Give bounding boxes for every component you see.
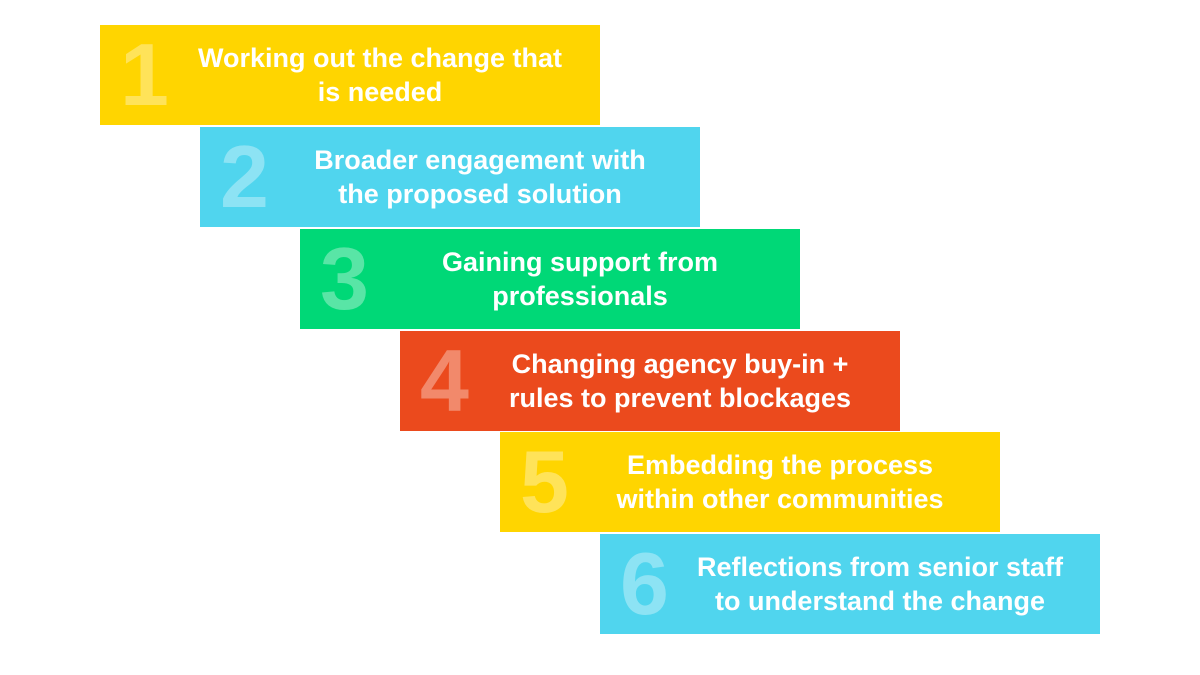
step-1-number: 1 [120,25,169,124]
step-5-number: 5 [520,432,569,531]
step-5-label: Embedding the process within other commu… [616,450,944,514]
step-4-box: 4 Changing agency buy-in + rules to prev… [400,331,900,431]
step-5-box: 5 Embedding the process within other com… [500,432,1000,532]
step-3-number: 3 [320,229,369,328]
step-1-label: Working out the change that is needed [198,43,562,107]
step-2-label: Broader engagement with the proposed sol… [314,145,646,209]
step-6-label: Reflections from senior staff to underst… [696,552,1064,616]
step-2-box: 2 Broader engagement with the proposed s… [200,127,700,227]
step-6-box: 6 Reflections from senior staff to under… [600,534,1100,634]
step-6-number: 6 [620,534,669,633]
step-4-number: 4 [420,331,469,430]
step-1-box: 1 Working out the change that is needed [100,25,600,125]
step-3-box: 3 Gaining support from professionals [300,229,800,329]
step-4-label: Changing agency buy-in + rules to preven… [508,349,852,413]
step-3-label: Gaining support from professionals [442,247,718,311]
step-2-number: 2 [220,127,269,226]
